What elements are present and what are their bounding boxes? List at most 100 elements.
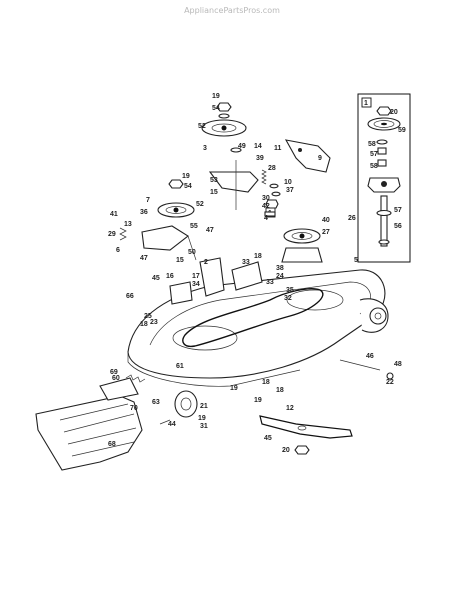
chute-hinge-bracket [99, 377, 139, 401]
callout-18-mid: 18 [262, 379, 270, 386]
callout-7: 7 [146, 197, 150, 204]
callout-14: 14 [254, 143, 262, 150]
callout-36: 36 [140, 209, 148, 216]
callout-24: 24 [276, 273, 284, 280]
chute-body [35, 395, 143, 471]
callout-30: 30 [262, 195, 270, 202]
callout-63: 63 [152, 399, 160, 406]
deck-gauge-wheel-right-hub [374, 312, 382, 320]
callout-19-low: 19 [254, 397, 262, 404]
deck-right-spindle-well [286, 289, 344, 311]
callout-58-low: 58 [370, 163, 378, 170]
callout-49: 49 [238, 143, 246, 150]
callout-55: 55 [190, 223, 198, 230]
deck-front-lip [127, 352, 301, 387]
inset-shaft-collar [376, 209, 392, 217]
deck-left-spindle-well [172, 325, 238, 351]
idler-nut-upper [216, 102, 232, 112]
callout-19: 19 [212, 93, 220, 100]
deck-housing [127, 269, 389, 387]
callout-68: 68 [108, 441, 116, 448]
callout-10: 10 [284, 179, 292, 186]
callout-50: 50 [188, 249, 196, 256]
callout-19-left: 19 [182, 173, 190, 180]
callout-35: 35 [286, 287, 294, 294]
callout-34: 34 [192, 281, 200, 288]
callout-45: 45 [152, 275, 160, 282]
callout-18-left: 18 [140, 321, 148, 328]
callout-28: 28 [268, 165, 276, 172]
idler-spacer [230, 147, 242, 153]
callout-33-right: 33 [266, 279, 274, 286]
callout-57-low: 57 [394, 207, 402, 214]
callout-54-left: 54 [184, 183, 192, 190]
idler-pulley-upper-groove [211, 123, 237, 133]
callout-31: 31 [200, 423, 208, 430]
watermark-text: AppliancePartsPros.com [184, 6, 280, 15]
idler-spring [261, 169, 267, 185]
callout-59: 59 [398, 127, 406, 134]
chute-spring [125, 374, 146, 383]
inset-shaft-base [378, 239, 390, 245]
callout-58: 58 [368, 141, 376, 148]
callout-27: 27 [322, 229, 330, 236]
callout-66: 66 [126, 293, 134, 300]
callout-11: 11 [274, 145, 282, 152]
hardware-stack-center [264, 183, 281, 217]
inset-bearing-top [377, 147, 387, 155]
callout-23: 23 [150, 319, 158, 326]
inset-shaft [380, 195, 388, 247]
nut-30 [265, 199, 279, 209]
callout-41: 41 [110, 211, 118, 218]
callout-56: 56 [394, 223, 402, 230]
callout-54: 54 [212, 105, 220, 112]
belt-guard-plate [284, 139, 331, 173]
callout-9: 9 [318, 155, 322, 162]
front-gauge-wheel [159, 390, 198, 425]
callout-20-blade: 20 [282, 447, 290, 454]
deck-stabilizer-rod [339, 359, 394, 380]
hanger-bracket-left [199, 257, 225, 297]
belt-guard [284, 139, 331, 173]
inset-washer [376, 139, 388, 145]
callout-60: 60 [112, 375, 120, 382]
hanger-bracket-front [169, 281, 193, 305]
blade-center-hole [297, 425, 307, 431]
stabilizer-washer [386, 372, 394, 380]
deck-spindle-pulley-groove [291, 232, 313, 240]
callout-3: 3 [203, 145, 207, 152]
idler-washer-upper [218, 113, 230, 119]
callout-5: 5 [354, 257, 358, 264]
callout-47-center: 47 [206, 227, 214, 234]
callout-15: 15 [210, 189, 218, 196]
idler-pulley-left-groove [165, 206, 187, 214]
discharge-chute [35, 374, 146, 471]
extension-spring-left [119, 227, 127, 241]
gauge-wheel-hub [180, 397, 192, 411]
chute-rib-4 [71, 441, 135, 457]
spacer-4 [264, 211, 276, 217]
callout-22: 22 [386, 379, 394, 386]
callout-69: 69 [110, 369, 118, 376]
callout-labels: 19 54 52 49 14 3 39 53 28 15 11 9 10 37 … [108, 93, 406, 454]
callout-39: 39 [256, 155, 264, 162]
callout-18-top: 18 [254, 253, 262, 260]
inset-nut [376, 106, 392, 116]
idler-pulley-left-hub [173, 207, 179, 213]
deck-gauge-wheel-right [369, 307, 387, 325]
callout-57-top: 57 [370, 151, 378, 158]
callout-48: 48 [394, 361, 402, 368]
idler-nut-left [168, 179, 184, 189]
deck-hanger-brackets [169, 257, 263, 305]
callout-45-blade: 45 [264, 435, 272, 442]
inset-housing-bore [381, 181, 387, 187]
blade-nut [294, 445, 310, 455]
callout-4: 4 [264, 215, 268, 222]
callout-38: 38 [276, 265, 284, 272]
inset-pulley-groove [373, 120, 395, 128]
deck-spindle-pulley-hub [299, 233, 305, 239]
callout-52-left: 52 [196, 201, 204, 208]
inset-bearing-mid [377, 159, 387, 167]
left-idler-assembly [119, 179, 197, 261]
